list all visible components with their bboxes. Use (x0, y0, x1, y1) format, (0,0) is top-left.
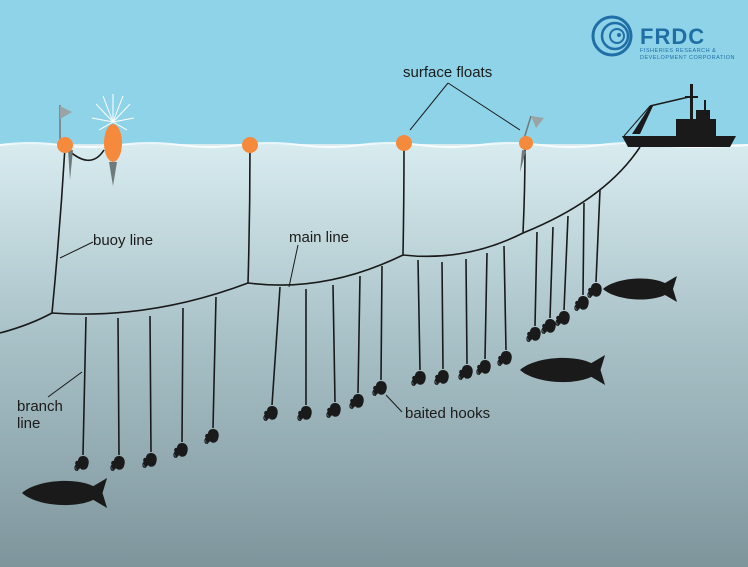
branch-line-label-1: branch (17, 398, 63, 415)
branch-line-label-2: line (17, 415, 40, 432)
label-pointers (47, 82, 521, 413)
branch-lines-segment-1 (74, 296, 220, 471)
branch-lines-segment-4 (526, 189, 603, 342)
buoy-line-3 (402, 146, 405, 256)
main-line (0, 146, 641, 334)
water (0, 144, 748, 567)
buoy-line-4 (522, 146, 526, 234)
sky (0, 0, 748, 146)
baited-hooks-label: baited hooks (405, 405, 490, 422)
flag-icon-left (59, 105, 73, 180)
branch-lines-segment-3 (411, 245, 513, 386)
fishing-vessel-icon (622, 84, 736, 147)
main-line-label: main line (289, 229, 349, 246)
surface-float-3 (396, 135, 412, 151)
surface-float-1 (57, 137, 73, 153)
frdc-logo: FRDC FISHERIES RESEARCH & DEVELOPMENT CO… (591, 15, 735, 61)
surface-float-4 (519, 136, 533, 150)
surface-float-2 (242, 137, 258, 153)
buoy-line-label: buoy line (93, 232, 153, 249)
flag-icon-right (520, 115, 544, 172)
frdc-logo-title: FRDC (640, 24, 705, 49)
buoy-line-2 (247, 146, 251, 284)
surface-floats-label: surface floats (403, 64, 492, 81)
frdc-logo-subtitle-2: DEVELOPMENT CORPORATION (640, 55, 735, 61)
branch-lines-segment-2 (263, 265, 388, 421)
frdc-logo-icon (591, 15, 633, 57)
buoy-line-1 (51, 146, 66, 314)
frdc-logo-subtitle-1: FISHERIES RESEARCH & (640, 48, 716, 54)
